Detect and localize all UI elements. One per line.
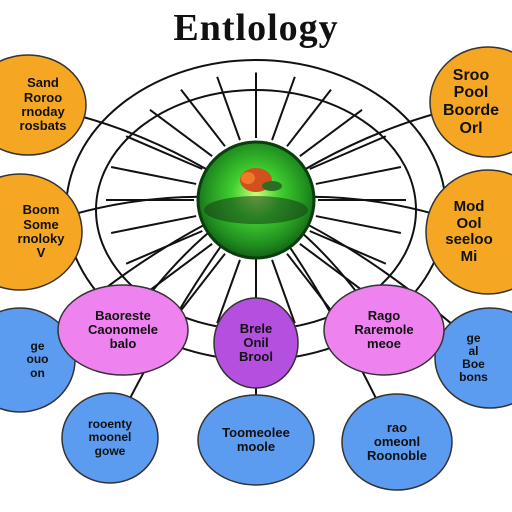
- node-bot-left: [61, 392, 159, 484]
- node-label-mid-right: Rago Raremole meoe: [354, 307, 414, 352]
- node-label-bot-center: Toomeolee moole: [222, 424, 290, 454]
- node-layer: [0, 46, 512, 491]
- center-ground: [204, 196, 308, 224]
- node-label-right-low: ge al Boe bons: [459, 330, 488, 385]
- spoke-line: [110, 215, 197, 234]
- node-label-bot-left: rooenty moonel gowe: [87, 417, 132, 458]
- spoke-line: [180, 253, 226, 312]
- node-bot-center: [197, 394, 315, 486]
- node-bot-right: [341, 393, 453, 491]
- spoke-line: [299, 243, 363, 291]
- insect-head-icon: [241, 172, 255, 184]
- spoke-line: [315, 166, 402, 185]
- page-title: Entlology: [173, 7, 339, 49]
- spoke-line: [216, 259, 241, 324]
- node-mid-left: [57, 284, 189, 376]
- node-right-top: [429, 46, 512, 158]
- spoke-line: [110, 166, 197, 185]
- spoke-line: [286, 88, 332, 147]
- node-mid-right: [323, 284, 445, 376]
- node-left-mid: [0, 173, 83, 291]
- node-right-low: [434, 307, 512, 409]
- node-left-top: [0, 54, 87, 156]
- spoke-line: [125, 135, 203, 170]
- spoke-line: [309, 135, 387, 170]
- node-label-left-top: Sand Roroo rnoday rosbats: [19, 75, 67, 134]
- node-label-mid-left: Baoreste Caonomele balo: [87, 307, 159, 352]
- spoke-line: [271, 76, 296, 141]
- leaf-icon: [262, 181, 282, 191]
- node-label-right-mid: Mod Ool seeloo Mi: [445, 198, 493, 265]
- node-label-right-top: Sroo Pool Boorde Orl: [443, 66, 499, 137]
- node-label-mid-center: Brele Onil Brool: [239, 320, 273, 365]
- spoke-line: [315, 215, 402, 234]
- spoke-line: [271, 259, 296, 324]
- node-mid-center: [213, 297, 299, 389]
- spoke-line: [299, 109, 363, 157]
- spoke-line: [149, 109, 213, 157]
- node-label-left-low: ge ouo on: [26, 339, 49, 380]
- node-label-left-mid: Boom Some rnoloky V: [17, 202, 65, 261]
- node-label-bot-right: rao omeonl Roonoble: [367, 419, 427, 464]
- center-hub: [196, 140, 316, 260]
- spoke-line: [180, 88, 226, 147]
- spoke-line: [216, 76, 241, 141]
- node-right-mid: [425, 169, 512, 295]
